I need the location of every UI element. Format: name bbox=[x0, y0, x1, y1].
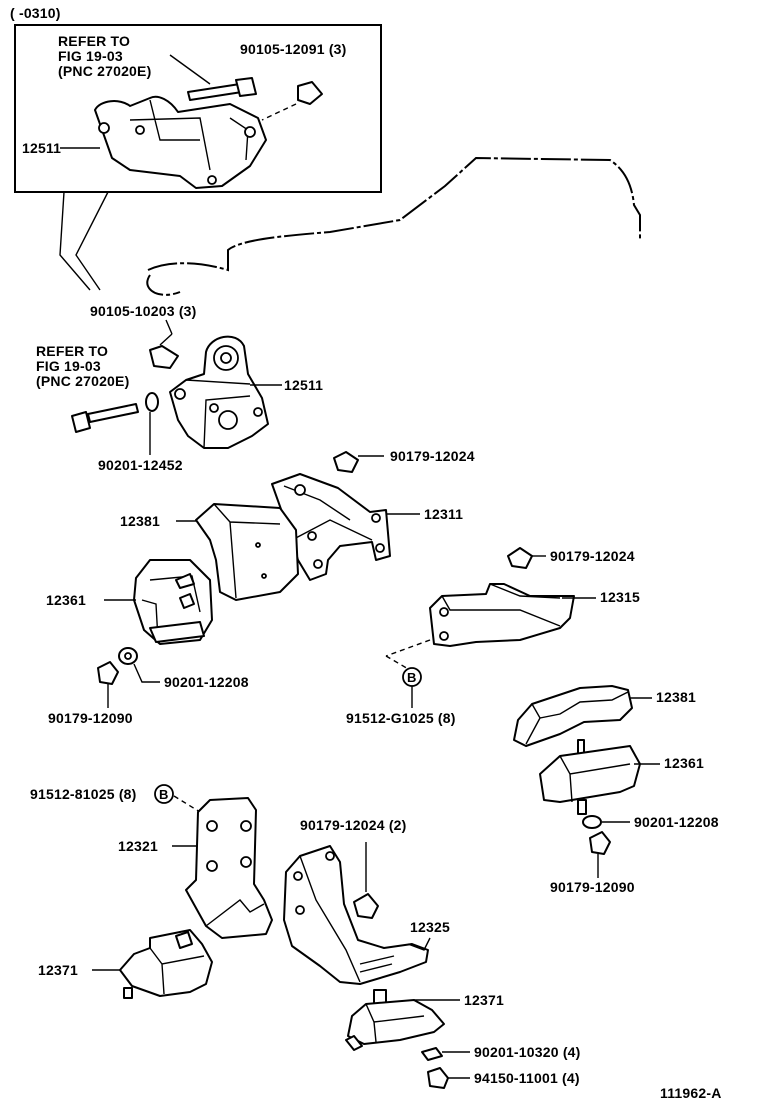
bolt-90105-10203 bbox=[149, 319, 179, 369]
label-90201-10320: 90201-10320 (4) bbox=[474, 1044, 581, 1060]
label-90179-12024-c: 90179-12024 (2) bbox=[300, 817, 407, 833]
refer-note-top-line-2: FIG 19-03 bbox=[58, 48, 123, 64]
callout-b-symbol-2: B bbox=[159, 787, 168, 802]
bracket-12325 bbox=[283, 845, 431, 985]
bracket-12511-top bbox=[60, 95, 267, 189]
insulator-12381-left bbox=[176, 503, 299, 601]
bolt-91512-G1025-callout: B bbox=[385, 639, 431, 708]
label-12311: 12311 bbox=[424, 506, 464, 522]
label-90179-12090-left: 90179-12090 bbox=[48, 710, 133, 726]
label-12511-mid: 12511 bbox=[284, 377, 324, 393]
nut-90179-12024-a bbox=[333, 451, 384, 473]
label-90201-12208-right: 90201-12208 bbox=[634, 814, 719, 830]
washer-90201-12208-left bbox=[118, 647, 160, 683]
label-90201-12208-left: 90201-12208 bbox=[164, 674, 249, 690]
label-12511-top: 12511 bbox=[22, 140, 62, 156]
mount-12371-left bbox=[92, 929, 213, 999]
nut-90179-12024-c bbox=[353, 842, 379, 919]
label-91512-G1025: 91512-G1025 (8) bbox=[346, 710, 456, 726]
label-90179-12090-right: 90179-12090 bbox=[550, 879, 635, 895]
label-12371-right: 12371 bbox=[464, 992, 504, 1008]
label-91512-81025: 91512-81025 (8) bbox=[30, 786, 137, 802]
label-12321: 12321 bbox=[118, 838, 158, 854]
label-90179-12024-b: 90179-12024 bbox=[550, 548, 635, 564]
callout-b-symbol: B bbox=[407, 670, 416, 685]
bolt-top-inset bbox=[169, 54, 257, 101]
range-header: ( -0310) bbox=[10, 5, 61, 21]
diagram-code: 111962-A bbox=[660, 1085, 722, 1101]
label-90105-10203: 90105-10203 (3) bbox=[90, 303, 197, 319]
label-12325: 12325 bbox=[410, 919, 450, 935]
washer-90201-12208-right bbox=[582, 815, 630, 829]
label-12371-left: 12371 bbox=[38, 962, 78, 978]
label-90179-12024-a: 90179-12024 bbox=[390, 448, 475, 464]
refer-note-top-line-1: REFER TO bbox=[58, 33, 131, 49]
bracket-12321 bbox=[172, 797, 273, 939]
mount-12361-right bbox=[539, 739, 660, 815]
label-12361-right: 12361 bbox=[664, 755, 704, 771]
label-94150-11001: 94150-11001 (4) bbox=[474, 1070, 580, 1086]
bolt-long-mid bbox=[71, 403, 139, 433]
label-12381-left: 12381 bbox=[120, 513, 160, 529]
nut-90179-12090-right bbox=[589, 831, 611, 878]
nut-90179-12090-left bbox=[97, 661, 119, 708]
refer-note-mid-line-3: (PNC 27020E) bbox=[36, 373, 130, 389]
inset-frame bbox=[14, 24, 382, 193]
washer-90201-12452 bbox=[145, 392, 159, 455]
insulator-12381-right bbox=[513, 685, 652, 747]
inset-leader-right bbox=[75, 191, 109, 291]
bracket-12511-mid bbox=[169, 335, 282, 449]
label-12315: 12315 bbox=[600, 589, 640, 605]
label-12361-left: 12361 bbox=[46, 592, 86, 608]
refer-note-mid-line-2: FIG 19-03 bbox=[36, 358, 101, 374]
inset-leader-left bbox=[59, 191, 91, 291]
nut-90179-12024-b bbox=[507, 547, 546, 569]
mount-12371-right bbox=[345, 989, 460, 1051]
washer-90201-10320 bbox=[421, 1047, 470, 1061]
bracket-12315 bbox=[429, 583, 596, 647]
refer-note-mid: REFER TO FIG 19-03 (PNC 27020E) bbox=[36, 344, 129, 389]
bolt-91512-81025-callout: B bbox=[154, 784, 201, 813]
refer-note-mid-line-1: REFER TO bbox=[36, 343, 109, 359]
label-12381-right: 12381 bbox=[656, 689, 696, 705]
vehicle-body-outline bbox=[146, 156, 641, 296]
nut-90105-12091 bbox=[261, 81, 323, 121]
label-90105-12091: 90105-12091 (3) bbox=[240, 41, 347, 57]
refer-note-top: REFER TO FIG 19-03 (PNC 27020E) bbox=[58, 34, 151, 79]
bracket-12311 bbox=[271, 473, 420, 581]
mount-12361-left bbox=[104, 559, 213, 645]
nut-94150-11001 bbox=[427, 1067, 470, 1089]
label-90201-12452: 90201-12452 bbox=[98, 457, 183, 473]
refer-note-top-line-3: (PNC 27020E) bbox=[58, 63, 152, 79]
